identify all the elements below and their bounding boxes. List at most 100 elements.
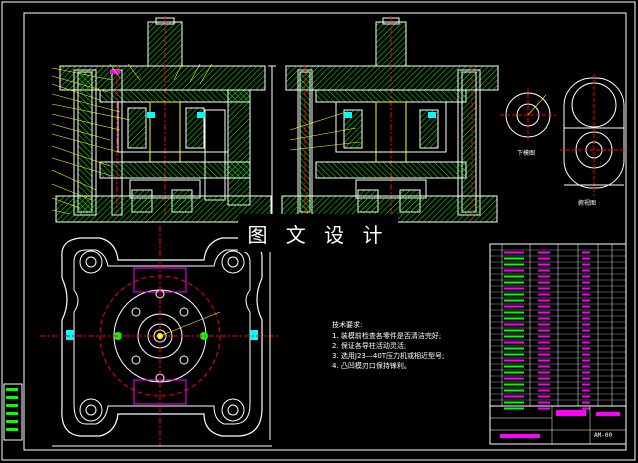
parts-row-mark (582, 263, 590, 266)
parts-row-mark (538, 323, 550, 326)
notes-heading: 技术要求: (332, 321, 363, 329)
parts-row-mark (504, 359, 524, 362)
parts-row-mark (538, 389, 550, 392)
parts-row-mark (538, 263, 550, 266)
parts-row-mark (538, 347, 550, 350)
parts-row-mark (538, 365, 550, 368)
parts-row-mark (538, 311, 550, 314)
notes-item: 1. 装模前检查各零件是否清洁完好; (332, 332, 442, 340)
parts-row-mark (538, 275, 550, 278)
parts-row-mark (504, 299, 524, 302)
parts-row-mark (504, 389, 524, 392)
parts-row-mark (538, 407, 550, 410)
parts-row-mark (582, 293, 590, 296)
parts-row-mark (504, 287, 524, 290)
parts-row-mark (538, 317, 550, 320)
parts-row-mark (504, 329, 524, 332)
parts-row-mark (504, 305, 524, 308)
parts-row-mark (582, 407, 590, 410)
parts-row-mark (504, 263, 524, 266)
parts-row-mark (582, 329, 590, 332)
parts-row-mark (582, 377, 590, 380)
parts-row-mark (538, 269, 550, 272)
parts-row-mark (582, 287, 590, 290)
parts-row-mark (582, 317, 590, 320)
inner-frame (23, 12, 627, 451)
parts-row-mark (504, 281, 524, 284)
parts-row-mark (538, 353, 550, 356)
parts-row-mark (582, 401, 590, 404)
parts-row-mark (504, 269, 524, 272)
technical-notes: 技术要求: 1. 装模前检查各零件是否清洁完好; 2. 保证各导柱活动灵活; 3… (332, 320, 444, 371)
revision-table (3, 383, 23, 441)
parts-row-mark (504, 275, 524, 278)
parts-row-mark (582, 305, 590, 308)
parts-row-mark (504, 251, 524, 254)
guide-view-label: 下模图 (517, 150, 536, 157)
parts-list-table (489, 243, 627, 410)
parts-row-mark (504, 383, 524, 386)
parts-row-mark (538, 287, 550, 290)
parts-row-mark (582, 257, 590, 260)
parts-row-mark (504, 293, 524, 296)
parts-row-mark (582, 389, 590, 392)
detail-stadium-part (560, 74, 628, 196)
parts-row-mark (504, 407, 524, 410)
parts-row-mark (538, 305, 550, 308)
parts-row-mark (504, 323, 524, 326)
parts-row-mark (582, 299, 590, 302)
parts-row-mark (504, 365, 524, 368)
parts-row-mark (538, 251, 550, 254)
parts-row-mark (504, 353, 524, 356)
parts-row-mark (504, 317, 524, 320)
parts-row-mark (504, 347, 524, 350)
title-block (489, 405, 627, 445)
watermark-text: 图 文 设 计 (238, 214, 398, 252)
parts-row-mark (504, 335, 524, 338)
parts-row-mark (538, 359, 550, 362)
notes-item: 2. 保证各导柱活动灵活; (332, 342, 407, 350)
parts-row-mark (538, 377, 550, 380)
parts-row-mark (582, 269, 590, 272)
parts-row-mark (582, 395, 590, 398)
parts-row-mark (504, 311, 524, 314)
parts-row-mark (538, 395, 550, 398)
parts-row-mark (582, 275, 590, 278)
parts-row-mark (504, 395, 524, 398)
parts-row-mark (504, 371, 524, 374)
parts-row-mark (582, 347, 590, 350)
notes-item: 4. 凸凹模刃口保持锋利。 (332, 362, 411, 370)
parts-row-mark (504, 401, 524, 404)
plan-view (40, 226, 280, 447)
side-section-view (281, 16, 499, 223)
parts-row-mark (582, 353, 590, 356)
parts-row-mark (538, 257, 550, 260)
parts-row-mark (582, 341, 590, 344)
parts-row-mark (538, 293, 550, 296)
drawing-code: AM-00 (594, 432, 613, 439)
parts-row-mark (504, 257, 524, 260)
parts-row-mark (582, 371, 590, 374)
parts-row-mark (538, 281, 550, 284)
parts-row-mark (538, 401, 550, 404)
parts-row-mark (582, 335, 590, 338)
parts-row-mark (538, 341, 550, 344)
parts-row-mark (538, 299, 550, 302)
detail-round-part (500, 88, 556, 142)
front-section-view (51, 16, 276, 223)
parts-row-mark (538, 335, 550, 338)
parts-row-mark (504, 377, 524, 380)
side-view-label: 俯视图 (578, 200, 597, 207)
parts-row-mark (538, 329, 550, 332)
parts-row-mark (582, 323, 590, 326)
notes-item: 3. 选用J23—40T压力机或相近型号; (332, 352, 445, 360)
parts-row-mark (582, 383, 590, 386)
parts-row-mark (538, 383, 550, 386)
parts-row-mark (538, 371, 550, 374)
parts-row-mark (582, 281, 590, 284)
parts-row-mark (582, 251, 590, 254)
parts-row-mark (504, 341, 524, 344)
parts-row-mark (582, 365, 590, 368)
